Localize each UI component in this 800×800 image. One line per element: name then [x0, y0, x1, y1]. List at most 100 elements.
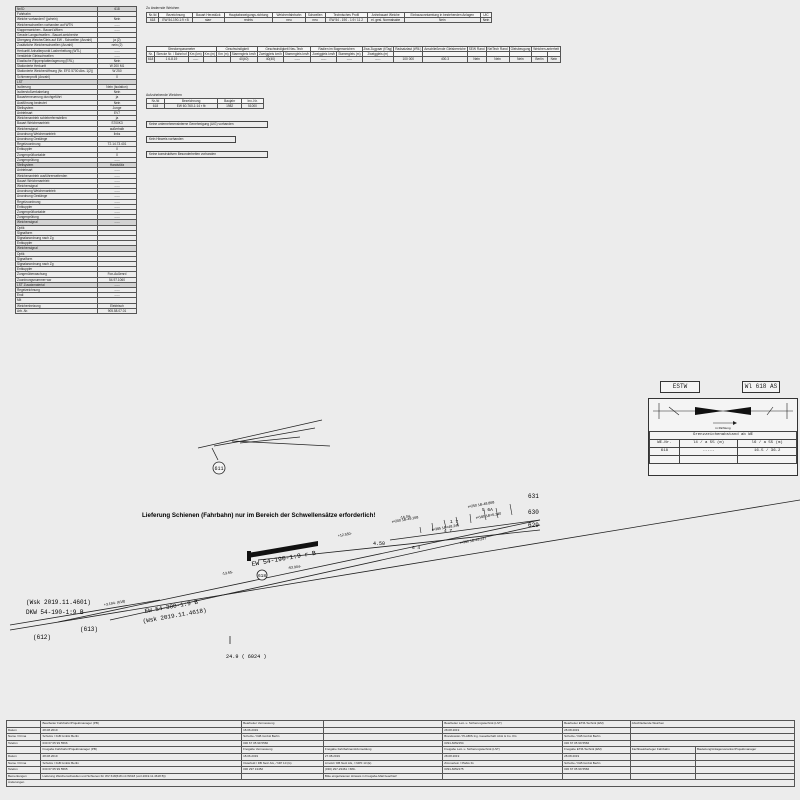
speed-cell: Nein	[508, 56, 533, 63]
clearance-col-l6: l6 / a 55 (m)	[737, 439, 797, 448]
track-branch	[389, 519, 541, 541]
footer-cell	[629, 759, 696, 768]
speed-sub-header: Nr.	[145, 51, 156, 58]
attribute-value: Junge	[97, 104, 137, 112]
footer-cell	[322, 733, 444, 741]
speed-cell: Nein	[546, 56, 562, 63]
switch-cell: EW 54 - 190 - 1:9 / 11 2	[324, 17, 368, 24]
footer-cell: Telefon	[5, 766, 42, 774]
footer-cell: Brandowski / PLABIS Ing. Gesellschaft mb…	[442, 733, 564, 741]
footer-cell	[694, 766, 796, 774]
switch-cell: Nein	[479, 17, 493, 24]
footer-cell: Bearbeiter Leit- u. Sicherungstechnik (L…	[442, 720, 564, 728]
main-track-upper	[9, 599, 161, 626]
speed-sub-header: Stammgleis (m)	[336, 51, 363, 58]
wi-box: Wl 618 AS	[742, 381, 780, 393]
speed-sub-header: Strecke Nr. / Bahnhof	[154, 51, 189, 58]
inset-track	[231, 440, 331, 447]
track-629: 629	[528, 522, 539, 529]
attribute-value: -----	[97, 167, 137, 174]
attribute-value: Fon-Außenrd	[97, 271, 137, 278]
attribute-row: Weiche vorhanden? (ja/nein)Nein	[15, 16, 137, 23]
footer-cell: Bemerkungen	[5, 772, 42, 781]
km-label: 24.9 ( 6024 )	[226, 654, 266, 660]
attribute-value: ja	[97, 94, 137, 101]
attribute-value: -----	[97, 188, 137, 195]
footer-cell: Freigabe Leit- u. Sicherungstechnik (LST…	[442, 746, 564, 754]
footer-cell: Arnold / DB Netz AG, / NIPF 13 (E)	[322, 759, 444, 768]
attribute-value: -----	[97, 47, 137, 54]
inset-track	[213, 427, 316, 447]
attribute-value: Handstütz	[97, 162, 137, 169]
mark-1: +3.194- (618)	[103, 599, 125, 607]
inset-track	[239, 436, 301, 444]
attribute-row: Elastische Rippenplattenlagerung (ERL)Ne…	[15, 58, 137, 65]
main-track-631	[9, 499, 800, 631]
footer-cell	[629, 733, 796, 741]
footer-cell: 28.08.2019	[562, 726, 631, 735]
footer-cell: 030 297 13452	[241, 766, 324, 774]
inset-track	[211, 447, 219, 461]
footer-cell: 28.08.2019	[442, 752, 564, 761]
attribute-value: -----	[97, 156, 137, 164]
switch-cell: 618	[145, 17, 160, 24]
attribute-value: -----	[97, 172, 137, 179]
footer-cell: Name / Firma	[5, 733, 42, 741]
footer-cell	[629, 752, 696, 761]
footer-cell	[241, 772, 324, 781]
attribute-value: Nein	[97, 99, 137, 106]
footer-cell: Schulze / IGB GmbH Berlin	[562, 759, 631, 768]
removed-header: Inv.-Nr.	[240, 97, 265, 105]
attribute-row: Herkunft/ Anhalterpunkt Lasherheitung (W…	[15, 47, 137, 54]
attribute-value: -----	[97, 281, 137, 288]
speed-cell: 40(40)	[229, 56, 259, 63]
mark-4: +12.550-	[337, 531, 353, 538]
speed-group-header: Anschließende Gleisbereiche	[422, 45, 468, 53]
inset-switch-no: 611	[214, 466, 223, 472]
footer-cell	[442, 772, 564, 781]
attribute-value: 0	[97, 73, 137, 80]
main-track-630	[57, 519, 541, 623]
footer-cell: 28.08.2019	[40, 726, 243, 735]
footer-cell: 030 67 05 99 5566	[241, 739, 324, 748]
mark-6: 4.50	[373, 541, 385, 547]
footer-cell: 28.08.2019	[562, 752, 631, 761]
footer-cell: Fachbauüberleger Fahrbahn	[629, 746, 696, 754]
footer-cell	[322, 739, 444, 748]
attribute-value: -----	[97, 286, 137, 294]
footer-cell: (030) 297-23461 / 680-	[322, 766, 444, 774]
footer-cell: Datum	[5, 752, 42, 761]
main-switch-no: 618	[258, 573, 266, 579]
footer-cell: Schulze / IGB GmbH Berlin	[562, 733, 631, 741]
attribute-value: 618	[97, 5, 137, 13]
attribute-value: -----	[97, 203, 137, 210]
footer-cell: 27.08.2019	[322, 752, 444, 761]
dkw-label: DKW 54-190-1:9 B	[26, 609, 84, 616]
footer-cell	[629, 772, 696, 781]
clearance-title: Grenzzeichenabstand ab WE	[649, 431, 797, 440]
speed-group-header: Radien im Bogenweichen	[310, 45, 363, 53]
attribute-value: 0	[97, 146, 137, 153]
attribute-row: Arb.-Nr.905.58.07.01	[15, 307, 137, 315]
footer-cell	[5, 746, 42, 754]
attribute-row: Zusätzliche Weichenschwellen (Anzahl)nei…	[15, 42, 137, 49]
estw-box: ESTW	[660, 381, 700, 393]
track-613: (613)	[80, 626, 98, 633]
footer-cell: Freigabe Vermessung	[241, 746, 324, 754]
attribute-row: Weichenschwellen vorhanden auf WTN-----	[15, 21, 137, 28]
attribute-value: 905.58.07.01	[97, 307, 137, 315]
footer-row: Freigabe Fahrbahn/Projektmanager (PB)Fre…	[5, 746, 796, 754]
attribute-value: 54.97.1060	[97, 276, 137, 283]
attribute-row: Weichenantrieb ausführerweiterden-----	[15, 172, 137, 179]
footer-cell: Schulze / IGB GmbH Berlin	[40, 733, 243, 741]
speed-group-header: Streckenparameter	[145, 45, 218, 53]
attribute-value: EV7	[97, 110, 137, 117]
removed-switch-caption: Aufzuhebende Weichen	[146, 93, 182, 97]
